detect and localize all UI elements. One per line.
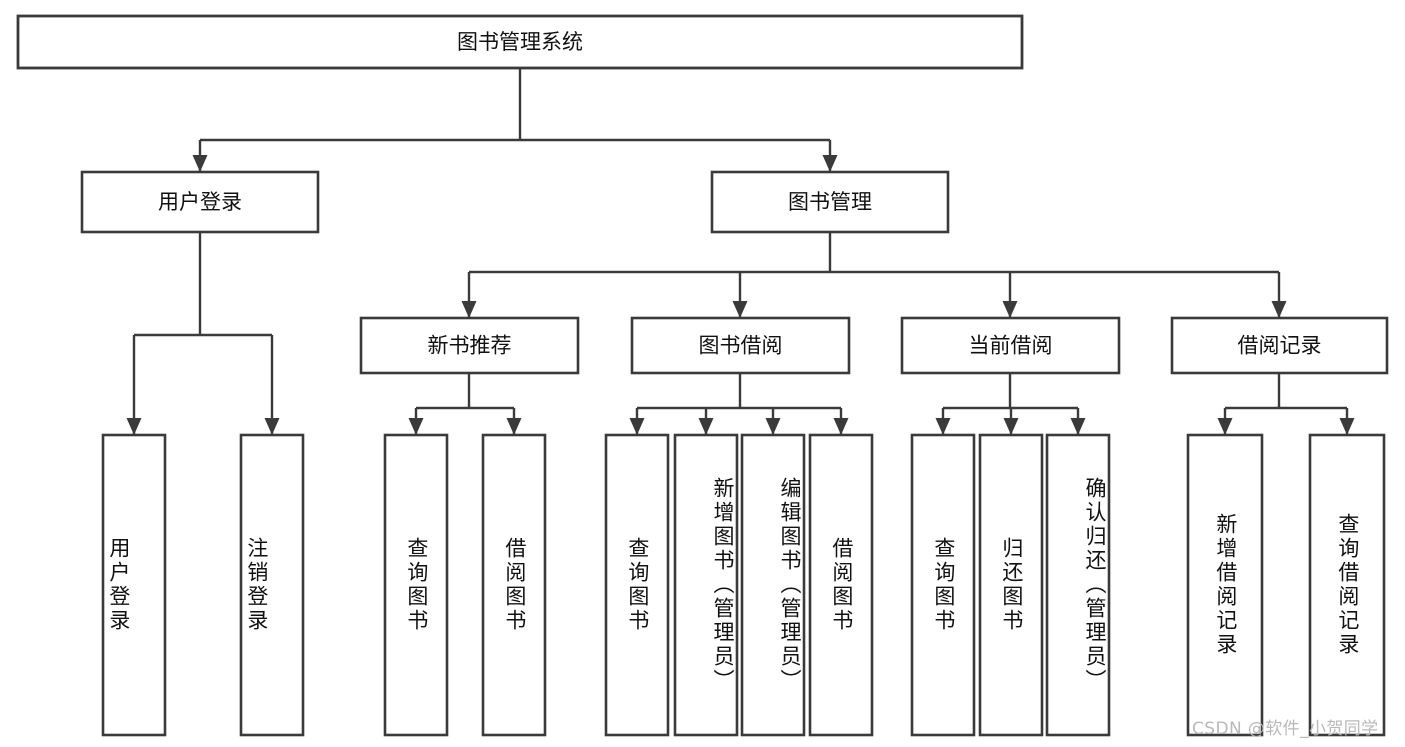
arrow-head-record_to_leaves-0 [1217,418,1233,435]
node-level3-2 [900,316,1121,375]
node-leaf-8 [910,433,976,737]
arrow-head-login_to_leaves-0 [126,418,142,435]
node-level3-0 [359,316,580,375]
node-leaf-5 [673,433,739,737]
node-level2-0 [80,170,320,234]
node-level3-1 [630,316,851,375]
arrow-head-borrow_to_leaves-2 [765,418,781,435]
arrow-head-current_to_leaves-0 [935,418,951,435]
node-leaf-3 [481,433,547,737]
node-leaf-11 [1186,433,1264,737]
node-leaf-10 [1045,433,1111,737]
node-level3-3-label: 借阅记录 [1238,334,1322,358]
node-leaf-7 [808,433,874,737]
node-root-label: 图书管理系统 [457,30,583,54]
node-level3-2-label: 当前借阅 [969,334,1053,358]
arrow-head-root_to_level2-1 [822,155,838,172]
node-level2-0-label: 用户登录 [158,190,242,214]
node-level2-1 [710,170,950,234]
arrow-head-root_to_level2-0 [192,155,208,172]
edges-layer [126,68,1355,435]
node-leaf-2 [383,433,449,737]
arrow-head-new_to_leaves-1 [506,418,522,435]
node-root [16,14,1024,70]
arrow-head-current_to_leaves-2 [1070,418,1086,435]
node-level2-1-label: 图书管理 [788,190,872,214]
arrow-head-borrow_to_leaves-3 [833,418,849,435]
arrow-head-current_to_leaves-1 [1003,418,1019,435]
arrow-head-books_to_level3-2 [1002,301,1018,318]
node-leaf-0 [101,433,167,737]
arrow-head-record_to_leaves-1 [1339,418,1355,435]
arrow-head-books_to_level3-1 [732,301,748,318]
arrow-head-login_to_leaves-1 [264,418,280,435]
arrow-head-borrow_to_leaves-1 [698,418,714,435]
arrow-head-borrow_to_leaves-0 [629,418,645,435]
node-level3-3 [1170,316,1389,375]
arrow-head-new_to_leaves-0 [408,418,424,435]
node-leaf-12 [1308,433,1386,737]
boxes-layer [16,14,1389,737]
csdn-watermark: CSDN @软件_小贺同学 [1192,719,1379,739]
node-level3-1-label: 图书借阅 [699,334,783,358]
arrow-head-books_to_level3-3 [1271,301,1287,318]
node-leaf-1 [239,433,305,737]
node-leaf-6 [740,433,806,737]
node-leaf-4 [604,433,670,737]
arrow-head-books_to_level3-0 [461,301,477,318]
node-level3-0-label: 新书推荐 [428,334,512,358]
node-leaf-9 [978,433,1044,737]
